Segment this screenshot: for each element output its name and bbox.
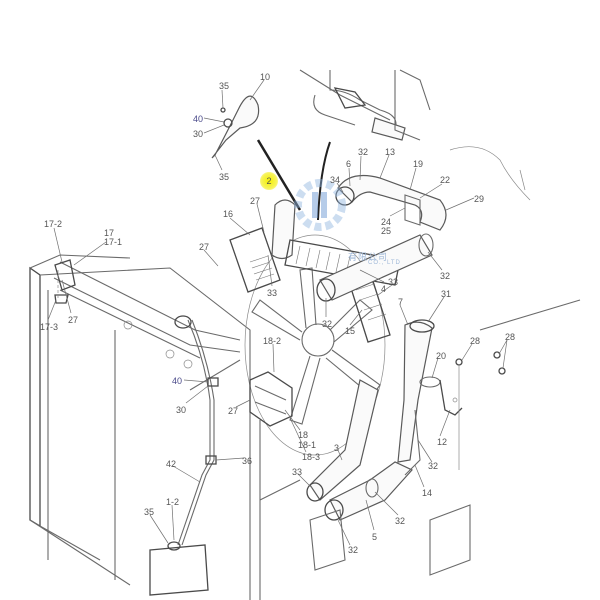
pipe-3 bbox=[306, 379, 379, 502]
part-label-l13: 13 bbox=[385, 147, 396, 157]
part-label-l19: 19 bbox=[413, 159, 424, 169]
part-label-l22: 22 bbox=[440, 175, 451, 185]
bracket-17 bbox=[54, 259, 76, 304]
part-label-l36: 36 bbox=[242, 456, 253, 466]
highlight-marker-part-2: 2 bbox=[260, 172, 278, 190]
hose-2 bbox=[271, 199, 296, 260]
part-label-l32f: 32 bbox=[348, 545, 359, 555]
part-label-l17-1: 17-1 bbox=[104, 237, 123, 247]
part-label-l12: 12 bbox=[437, 437, 448, 447]
part-label-l18-1: 18-1 bbox=[298, 440, 317, 450]
pipe-4 bbox=[316, 233, 434, 302]
part-label-l35a: 35 bbox=[219, 81, 230, 91]
part-label-l27d: 27 bbox=[228, 406, 239, 416]
bracket-12 bbox=[419, 376, 463, 416]
part-label-l18-3: 18-3 bbox=[302, 452, 321, 462]
part-label-l32a: 32 bbox=[358, 147, 369, 157]
part-label-l7: 7 bbox=[398, 297, 404, 307]
part-label-l30a: 30 bbox=[193, 129, 204, 139]
part-label-l32b: 32 bbox=[322, 319, 333, 329]
pipe-5 bbox=[324, 461, 413, 521]
part-label-l24: 24 bbox=[381, 217, 392, 227]
part-label-l10: 10 bbox=[260, 72, 271, 82]
part-label-l28a: 28 bbox=[470, 336, 481, 346]
pipe-14 bbox=[404, 409, 421, 476]
part-label-l30b: 30 bbox=[176, 405, 187, 415]
part-label-l35c: 35 bbox=[144, 507, 155, 517]
hose-42 bbox=[174, 315, 219, 546]
watermark-text: 有限公司 bbox=[348, 252, 389, 262]
part-label-l5: 5 bbox=[372, 532, 378, 542]
part-label-l17-3: 17-3 bbox=[40, 322, 59, 332]
lower-frame bbox=[259, 299, 581, 600]
part-label-l4: 4 bbox=[381, 284, 387, 294]
part-label-l28b: 28 bbox=[505, 332, 516, 342]
part-label-l18-2: 18-2 bbox=[263, 336, 282, 346]
part-label-l32d: 32 bbox=[428, 461, 439, 471]
part-label-l32c: 32 bbox=[440, 271, 451, 281]
part-label-l25: 25 bbox=[381, 226, 392, 236]
part-label-l6: 6 bbox=[346, 159, 352, 169]
highlight-label: 2 bbox=[266, 176, 272, 186]
part-label-l35b: 35 bbox=[219, 172, 230, 182]
part-label-l32e: 32 bbox=[395, 516, 406, 526]
engine bbox=[299, 69, 531, 201]
part-label-l15: 15 bbox=[345, 326, 356, 336]
watermark-subtext: CO., LTD bbox=[368, 260, 401, 266]
wires bbox=[256, 139, 331, 221]
part-label-l17-2: 17-2 bbox=[44, 219, 63, 229]
pipe-7 bbox=[397, 319, 435, 463]
fan-guard-18 bbox=[249, 371, 293, 427]
part-label-l3: 3 bbox=[334, 443, 340, 453]
part-label-l29: 29 bbox=[474, 194, 485, 204]
part-label-l1-2: 1-2 bbox=[166, 497, 180, 507]
part-label-l27c: 27 bbox=[68, 315, 79, 325]
part-label-l31: 31 bbox=[441, 289, 452, 299]
part-label-l17: 17 bbox=[104, 228, 115, 238]
leader-lines bbox=[47, 79, 508, 546]
part-label-l14: 14 bbox=[422, 488, 433, 498]
watermark-gear-icon bbox=[294, 179, 346, 231]
part-label-l27b: 27 bbox=[199, 242, 210, 252]
part-label-l33a: 33 bbox=[267, 288, 278, 298]
bolts-28 bbox=[455, 351, 506, 470]
part-label-l16: 16 bbox=[223, 209, 234, 219]
radiator-frame bbox=[29, 254, 251, 600]
part-label-l18: 18 bbox=[298, 430, 309, 440]
cover-16 bbox=[229, 227, 281, 293]
reserve-tank-1-2 bbox=[149, 541, 209, 596]
part-label-l40b: 40 bbox=[172, 376, 183, 386]
part-label-l27a: 27 bbox=[250, 196, 261, 206]
part-label-l20: 20 bbox=[436, 351, 447, 361]
part-label-l33c: 33 bbox=[292, 467, 303, 477]
part-label-l42: 42 bbox=[166, 459, 177, 469]
part-label-l34: 34 bbox=[330, 175, 341, 185]
pipe-13 bbox=[335, 175, 447, 231]
part-label-l33b: 33 bbox=[388, 277, 399, 287]
part-label-l40a: 40 bbox=[193, 114, 204, 124]
